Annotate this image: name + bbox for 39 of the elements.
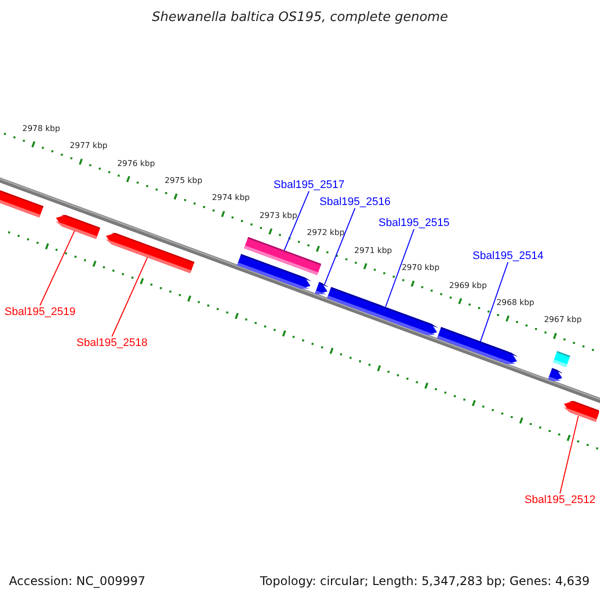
gene-feature bbox=[0, 189, 44, 218]
gene-feature bbox=[437, 327, 518, 364]
gene-label: Sbal195_2519 bbox=[4, 306, 76, 318]
title: Shewanella baltica OS195, complete genome bbox=[152, 10, 448, 26]
scale-label: 2974 kbp bbox=[212, 193, 250, 203]
leader-line bbox=[324, 208, 356, 285]
scale-label: 2978 kbp bbox=[22, 124, 60, 133]
leader-line bbox=[111, 257, 148, 337]
scale-label: 2969 kbp bbox=[449, 280, 487, 290]
gene-feature bbox=[327, 286, 438, 336]
gene-label: Sbal195_2517 bbox=[274, 178, 344, 192]
accession-text: Accession: NC_009997 bbox=[9, 575, 146, 589]
scale-label: 2976 kbp bbox=[117, 158, 155, 168]
gene-label: Sbal195_2514 bbox=[472, 250, 544, 262]
gene-feature bbox=[56, 214, 100, 239]
leader-line bbox=[385, 228, 414, 308]
gene-feature bbox=[548, 368, 562, 381]
gene-feature bbox=[315, 282, 328, 295]
leader-line bbox=[284, 190, 310, 251]
scale-label: 2970 kbp bbox=[402, 263, 440, 272]
scale-label: 2975 kbp bbox=[164, 176, 202, 186]
leader-line bbox=[480, 262, 508, 342]
gene-feature bbox=[237, 254, 311, 288]
gene-label: Sbal195_2518 bbox=[76, 336, 148, 350]
gene-label: Sbal195_2515 bbox=[378, 216, 450, 230]
gene-feature bbox=[564, 401, 600, 422]
scale-label: 2971 kbp bbox=[354, 246, 392, 255]
scale-label: 2973 kbp bbox=[259, 210, 298, 220]
gene-label: Sbal195_2516 bbox=[320, 196, 390, 208]
scale-label: 2967 kbp bbox=[544, 315, 582, 325]
scale-label: 2977 kbp bbox=[70, 141, 108, 150]
leader-line bbox=[559, 415, 579, 494]
gene-feature bbox=[106, 233, 195, 274]
scale-label: 2968 kbp bbox=[496, 298, 534, 308]
genome-info-text: Topology: circular; Length: 5,347,283 bp; Genes: 4,639 bbox=[260, 575, 590, 589]
leader-line bbox=[39, 230, 76, 306]
scale-label: 2972 kbp bbox=[306, 228, 345, 238]
gene-block bbox=[553, 350, 571, 367]
gene-label: Sbal195_2512 bbox=[524, 494, 596, 506]
